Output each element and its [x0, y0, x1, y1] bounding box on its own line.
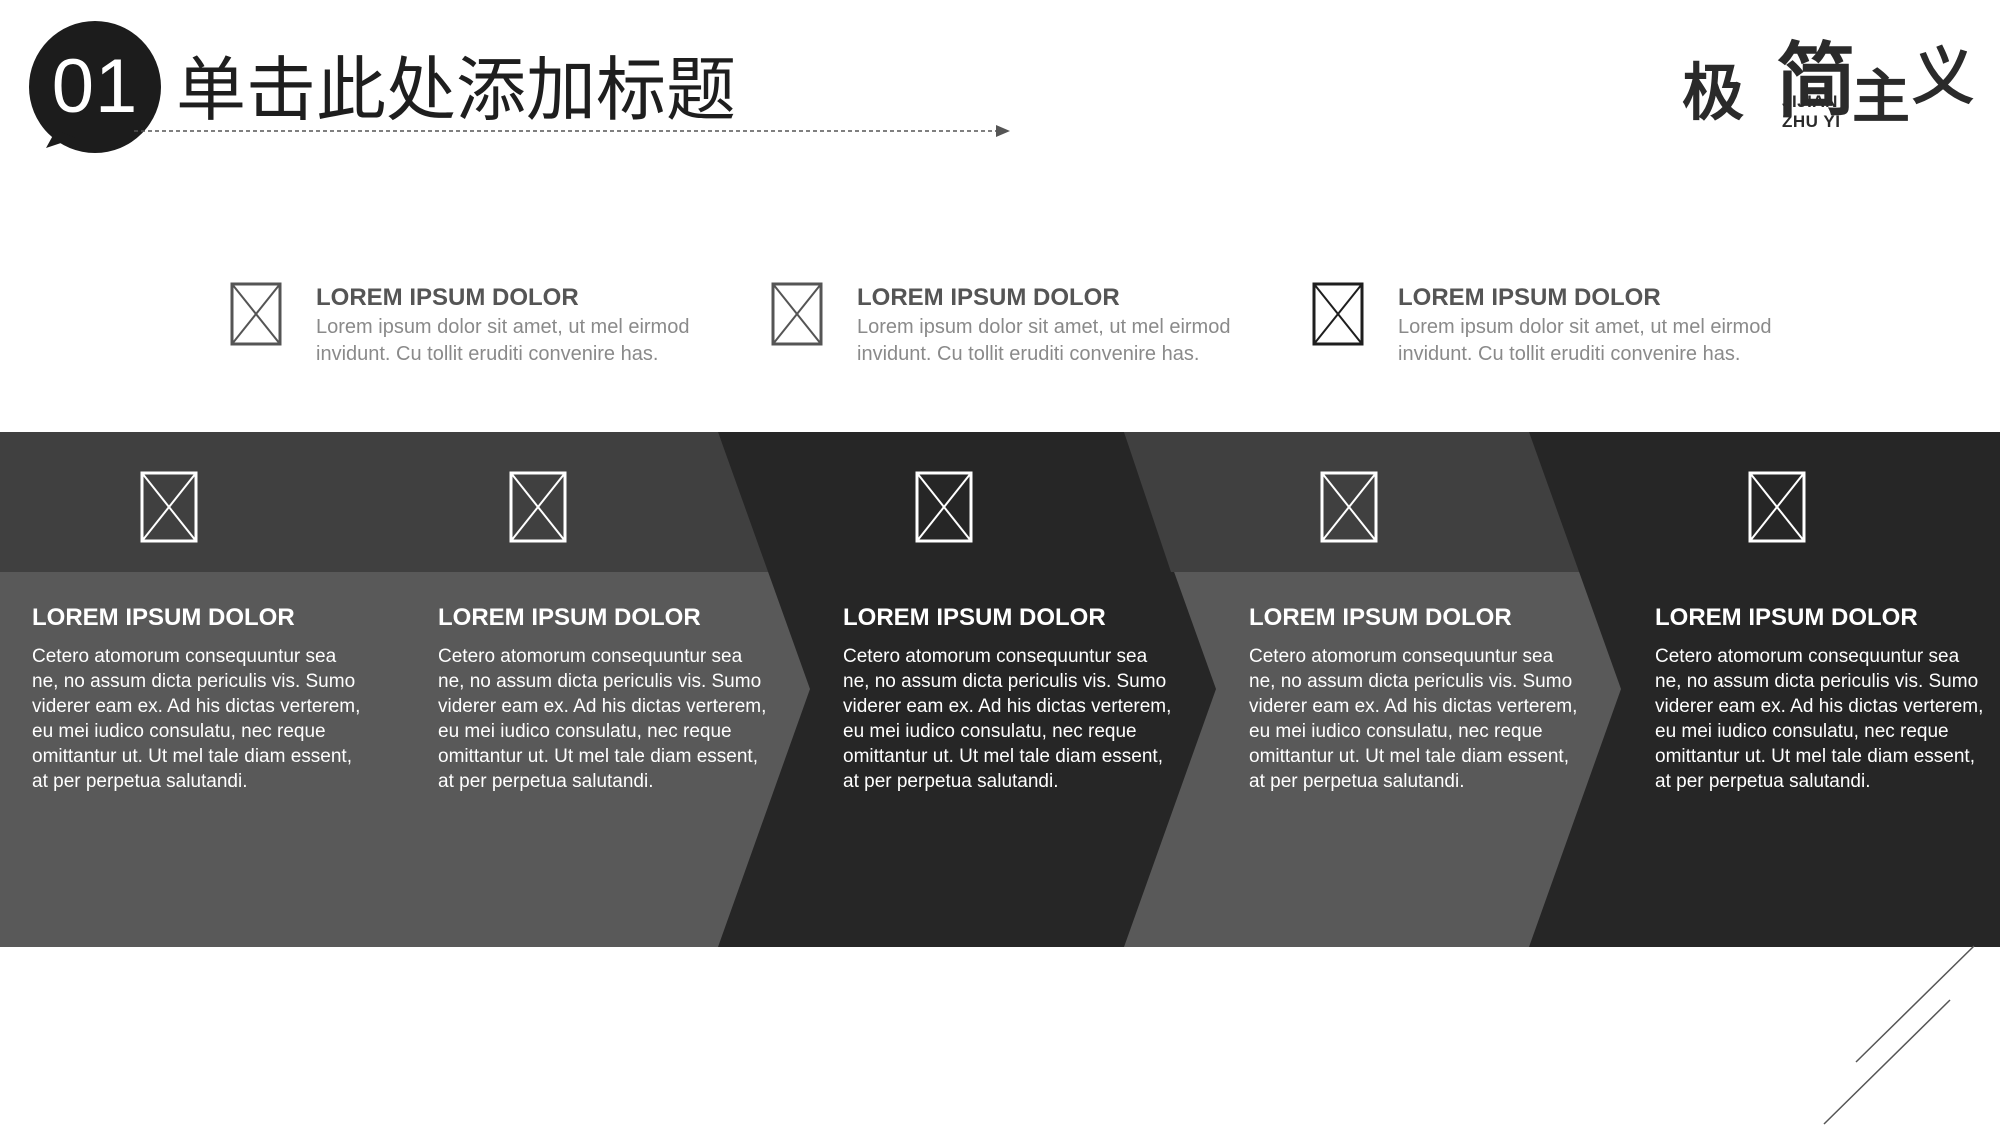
image-placeholder-icon [1320, 471, 1378, 543]
process-band [0, 432, 2000, 947]
logo-char: 义 [1912, 40, 1975, 113]
image-placeholder-icon [140, 471, 198, 543]
step-description: Cetero atomorum consequuntur sea ne, no … [1655, 646, 1984, 792]
decorative-lines [1823, 945, 1975, 1125]
logo-char: 极 [1682, 56, 1745, 129]
image-placeholder-icon [1748, 471, 1806, 543]
feature-title: LOREM IPSUM DOLOR [316, 284, 579, 311]
logo-subtitle: JIJIAN [1782, 92, 1838, 111]
step-description: Cetero atomorum consequuntur sea ne, no … [438, 646, 767, 792]
image-placeholder-icon [230, 282, 282, 346]
section-number-badge: 01 [28, 20, 162, 154]
page-title[interactable]: 单击此处添加标题 [176, 49, 736, 131]
step-title: LOREM IPSUM DOLOR [32, 604, 295, 631]
feature-title: LOREM IPSUM DOLOR [1398, 284, 1661, 311]
step-title: LOREM IPSUM DOLOR [438, 604, 701, 631]
feature-item: LOREM IPSUM DOLOR Lorem ipsum dolor sit … [230, 282, 750, 372]
image-placeholder-icon [915, 471, 973, 543]
process-step: LOREM IPSUM DOLOR Cetero atomorum conseq… [1249, 604, 1579, 794]
step-description: Cetero atomorum consequuntur sea ne, no … [32, 646, 361, 792]
section-number: 01 [51, 44, 139, 129]
step-description: Cetero atomorum consequuntur sea ne, no … [843, 646, 1172, 792]
feature-item: LOREM IPSUM DOLOR Lorem ipsum dolor sit … [1312, 282, 1832, 372]
feature-description: Lorem ipsum dolor sit amet, ut mel eirmo… [1398, 316, 1772, 365]
image-placeholder-icon [771, 282, 823, 346]
image-placeholder-icon [509, 471, 567, 543]
feature-title: LOREM IPSUM DOLOR [857, 284, 1120, 311]
process-step: LOREM IPSUM DOLOR Cetero atomorum conseq… [438, 604, 768, 794]
image-placeholder-icon [1312, 282, 1364, 346]
logo-char: 主 [1852, 63, 1911, 131]
brand-logo: 极 简 主 义 JIJIAN ZHU YI [1680, 20, 1974, 135]
feature-item: LOREM IPSUM DOLOR Lorem ipsum dolor sit … [771, 282, 1291, 372]
title-underline-arrow [134, 125, 1010, 137]
step-title: LOREM IPSUM DOLOR [1655, 604, 1918, 631]
logo-subtitle: ZHU YI [1782, 112, 1841, 131]
feature-description: Lorem ipsum dolor sit amet, ut mel eirmo… [316, 316, 690, 365]
speech-bubble-icon [29, 21, 161, 153]
step-description: Cetero atomorum consequuntur sea ne, no … [1249, 646, 1578, 792]
logo-char: 简 [1776, 33, 1856, 127]
process-step: LOREM IPSUM DOLOR Cetero atomorum conseq… [843, 604, 1173, 794]
step-title: LOREM IPSUM DOLOR [843, 604, 1106, 631]
process-step: LOREM IPSUM DOLOR Cetero atomorum conseq… [32, 604, 362, 794]
step-title: LOREM IPSUM DOLOR [1249, 604, 1512, 631]
process-step: LOREM IPSUM DOLOR Cetero atomorum conseq… [1655, 604, 1985, 794]
feature-description: Lorem ipsum dolor sit amet, ut mel eirmo… [857, 316, 1231, 365]
